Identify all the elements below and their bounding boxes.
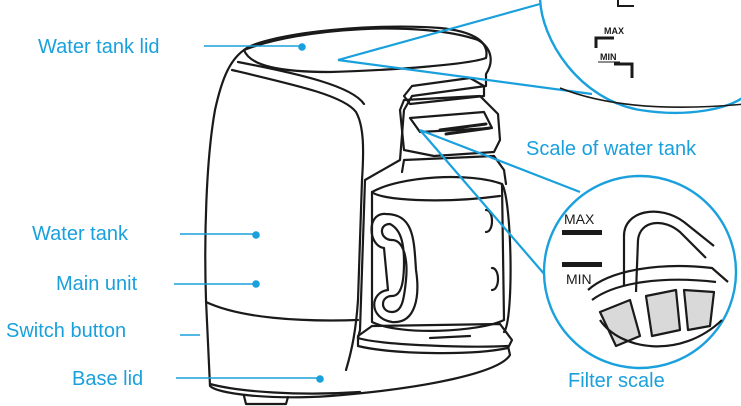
label-base-lid: Base lid — [72, 368, 144, 390]
leader-dot-water-tank — [252, 231, 260, 239]
label-scale-of-water-tank: Scale of water tank — [526, 138, 697, 160]
tank-scale-zoom-circle-cut — [559, 87, 741, 108]
filter-closeup-handle-inner — [634, 221, 707, 293]
filter-closeup-rim — [587, 264, 729, 291]
leader-dot-base-lid — [316, 375, 324, 383]
body-front-bevel-inner — [236, 60, 366, 106]
filter-basket-inner — [408, 110, 494, 134]
label-main-unit: Main unit — [56, 273, 138, 295]
leader-dot-water-tank-lid — [298, 43, 306, 51]
filter-closeup-mesh-3 — [682, 288, 716, 332]
tank-scale-min-label: MIN — [600, 52, 617, 62]
tank-scale-zoom: MAX MIN — [337, 0, 741, 115]
filter-scale-zoom: MAX MIN — [419, 128, 738, 370]
tank-scale-max-line — [594, 36, 614, 48]
leader-lines — [174, 43, 324, 383]
label-filter-scale: Filter scale — [568, 370, 665, 392]
filter-scale-zoom-pointer — [419, 128, 581, 291]
tank-scale-zoom-pointer — [337, 2, 593, 96]
label-water-tank: Water tank — [32, 223, 128, 245]
filter-basket-housing — [398, 94, 502, 158]
tank-scale-max-label: MAX — [604, 26, 624, 36]
mug-right-ridges — [484, 208, 500, 292]
filter-basket-closeup — [587, 210, 729, 348]
filter-scale-max-bar — [562, 230, 602, 235]
tank-scale-zoom-circle — [539, 0, 741, 115]
filter-closeup-rim-inner — [591, 278, 717, 301]
shower-head-housing — [402, 76, 486, 106]
filter-closeup-bottom — [599, 319, 723, 348]
tank-scale-min-line — [614, 62, 634, 78]
mug-right-side — [500, 182, 512, 334]
filter-closeup-mesh-2 — [644, 288, 682, 338]
filter-closeup-mesh-1 — [598, 298, 642, 348]
mug-top-edge — [400, 154, 508, 186]
leader-dot-main-unit — [252, 280, 260, 288]
mug-handle-outer — [370, 212, 419, 324]
drip-tray — [356, 322, 514, 355]
filter-scale-min-bar — [562, 262, 602, 267]
filter-scale-max-label: MAX — [564, 211, 595, 227]
filter-scale-min-label: MIN — [566, 271, 592, 287]
base-band — [204, 300, 360, 322]
label-switch-button: Switch button — [6, 320, 127, 342]
mug-handle — [380, 222, 408, 314]
filter-grip — [438, 122, 492, 136]
label-water-tank-lid: Water tank lid — [38, 36, 160, 58]
body-front-bevel — [230, 68, 365, 372]
water-tank-lid-shape — [242, 25, 488, 74]
base-band-lower — [208, 382, 362, 395]
tank-scale-top-marker — [617, 0, 634, 7]
base-lid-tab — [242, 394, 290, 406]
mug-body — [370, 175, 506, 332]
coffee-maker-illustration — [204, 25, 514, 406]
filter-closeup-handle — [622, 210, 715, 286]
drip-tray-slot — [428, 334, 472, 340]
